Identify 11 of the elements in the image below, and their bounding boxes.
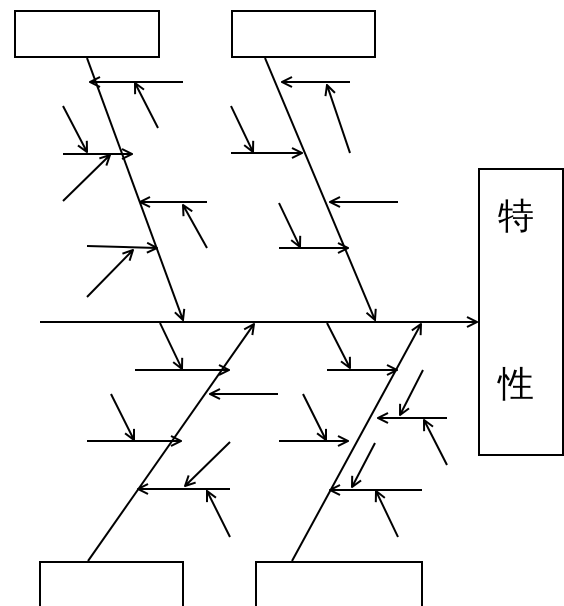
category-box — [255, 561, 423, 606]
bone-arrow — [86, 58, 186, 321]
spine-arrow — [40, 316, 478, 328]
bone-arrow — [291, 323, 422, 562]
bone-arrow — [87, 323, 255, 562]
category-box — [14, 10, 160, 58]
bone-arrow — [264, 58, 377, 321]
characteristic-box — [478, 168, 564, 456]
characteristic-label: 特性 — [498, 195, 535, 407]
category-box — [231, 10, 376, 58]
category-box — [39, 561, 184, 606]
